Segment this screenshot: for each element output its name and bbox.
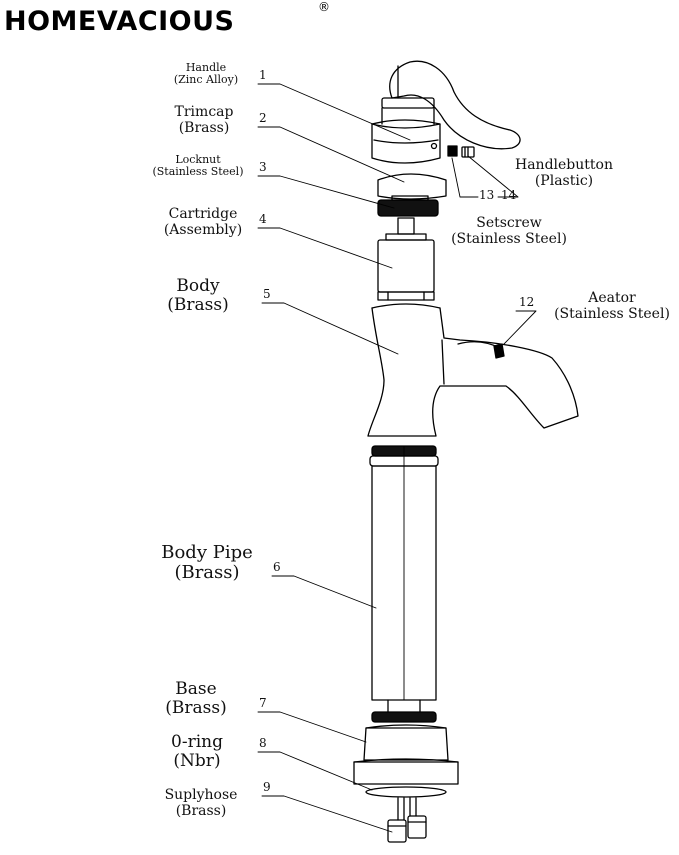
supplyhose-part [387,797,427,843]
label-base: Base(Brass) [165,679,227,719]
trimcap-part [377,173,447,200]
part-number-9: 9 [263,780,271,794]
part-number-6: 6 [273,560,281,574]
part-number-2: 2 [259,111,267,125]
label-setscrew: Setscrew(Stainless Steel) [451,215,567,247]
part-number-7: 7 [259,696,267,710]
handle-part [371,60,521,164]
label-supplyhose: Suplyhose(Brass) [164,787,238,819]
registered-mark: ® [318,0,330,14]
label-handle: Handle(Zinc Alloy) [173,61,239,87]
part-number-4: 4 [259,212,267,226]
part-number-14: 14 [501,188,517,202]
part-number-5: 5 [263,287,271,301]
label-trimcap: Trimcap(Brass) [174,104,234,136]
label-aerator: Aeator(Stainless Steel) [554,290,670,322]
body-pipe-part [369,445,439,701]
setscrew-part [447,145,475,158]
leader-lines [257,83,537,833]
base-part [353,699,459,785]
part-number-12: 12 [519,295,535,309]
label-handlebutton: Handlebutton(Plastic) [515,157,613,189]
label-body-pipe: Body Pipe(Brass) [161,542,253,584]
body-part [367,303,579,437]
cartridge-part [377,217,435,301]
label-locknut: Locknut(Stainless Steel) [152,153,244,179]
o-ring-part [365,786,447,798]
part-number-3: 3 [259,160,267,174]
part-number-8: 8 [259,736,267,750]
label-cartridge: Cartridge(Assembly) [163,206,243,238]
part-number-13: 13 [479,188,495,202]
label-o-ring: 0-ring(Nbr) [171,732,223,772]
locknut-part [377,195,439,217]
brand-logo: HOMEVACIOUS [4,6,235,37]
part-number-1: 1 [259,68,267,82]
label-body: Body(Brass) [167,276,229,316]
